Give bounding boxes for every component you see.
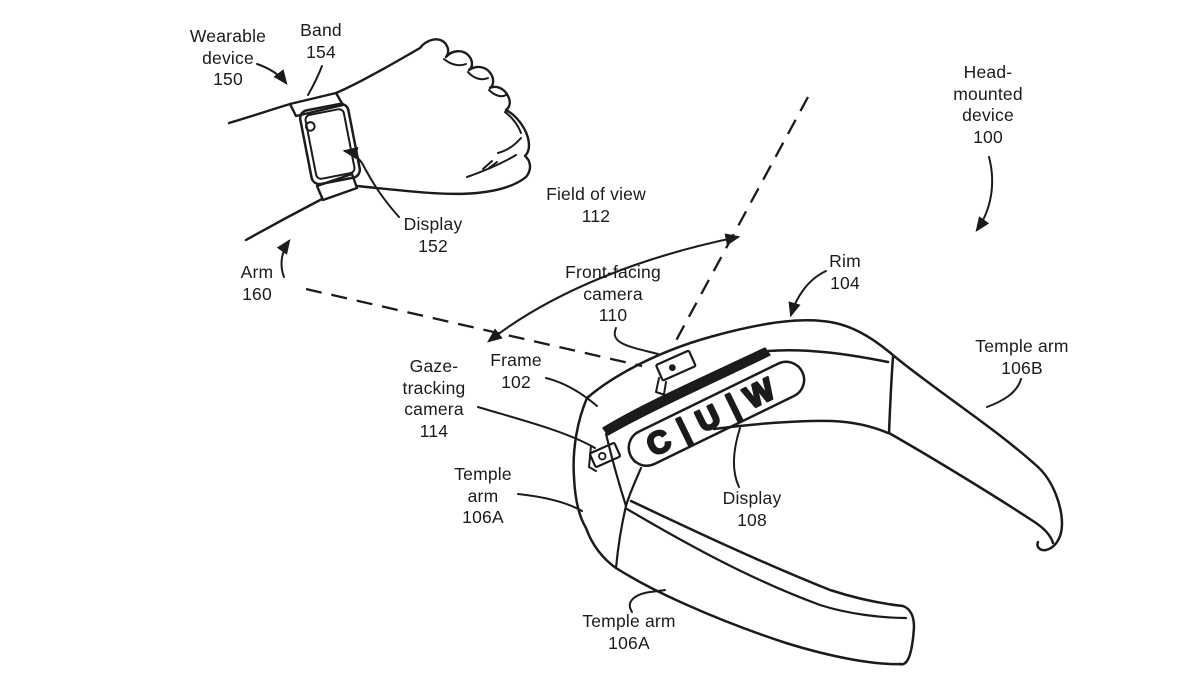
rim-back-inner-curve xyxy=(712,419,890,435)
label-display-108: Display 108 xyxy=(722,488,782,530)
hmd-display-char: W xyxy=(739,371,781,416)
hmd-display-separator: | xyxy=(672,412,695,447)
arrow-head-mounted-device xyxy=(975,156,994,233)
label-frame: Frame 102 xyxy=(490,350,542,392)
label-temple-arm-106b: Temple arm 106B xyxy=(975,336,1069,378)
annotation-leaders xyxy=(256,63,1022,613)
frame-corner-line xyxy=(614,504,628,570)
label-arm-160: Arm 160 xyxy=(240,262,274,304)
temple-arm-a-crease xyxy=(625,507,908,620)
watch-screen xyxy=(304,108,356,180)
wearable-device-drawing xyxy=(227,38,532,242)
arm-line-upper xyxy=(227,102,292,125)
field-of-view-arc-arrow xyxy=(487,233,741,343)
temple-arm-b-joint-line xyxy=(887,355,895,435)
hand-outline xyxy=(334,38,532,196)
label-wearable-device: Wearable device 150 xyxy=(189,26,267,89)
frame-inner-edge xyxy=(604,432,628,508)
label-temple-arm-106a-bottom: Temple arm 106A xyxy=(582,611,676,653)
temple-arm-b-inner-edge xyxy=(887,431,1055,545)
label-head-mounted-device: Head- mounted device 100 xyxy=(953,62,1023,147)
hand-detail-lines xyxy=(443,58,522,178)
watch-camera-dot xyxy=(304,121,316,132)
arrow-rim xyxy=(788,270,827,318)
label-temple-arm-106a-side: Temple arm 106A xyxy=(454,464,512,527)
leader-temple-arm-b xyxy=(986,378,1022,408)
field-of-view-dashed-right xyxy=(670,96,810,349)
arrow-wearable-device xyxy=(256,63,288,85)
temple-arm-a-top-edge xyxy=(629,499,905,608)
label-rim: Rim 104 xyxy=(829,251,861,293)
leader-band xyxy=(307,65,323,96)
frame-left-edge xyxy=(572,396,618,570)
front-facing-camera xyxy=(655,349,697,396)
label-front-facing-camera: Front-facing camera 110 xyxy=(565,262,661,325)
label-display-152: Display 152 xyxy=(403,214,463,256)
arrow-display-152 xyxy=(342,146,400,218)
temple-arm-a-bottom-edge xyxy=(614,566,903,666)
field-of-view-dashed-left xyxy=(305,287,643,368)
watch-band-bottom xyxy=(315,172,359,202)
leader-frame xyxy=(545,377,598,407)
hmd-display-separator: | xyxy=(721,388,744,423)
label-gaze-tracking-camera: Gaze- tracking camera 114 xyxy=(402,356,466,441)
label-field-of-view: Field of view 112 xyxy=(546,184,646,226)
arrow-arm-160 xyxy=(276,238,291,278)
leader-front-facing-camera xyxy=(613,327,659,355)
arm-line-lower xyxy=(244,197,324,242)
field-of-view-drawing xyxy=(305,96,810,368)
display-slot xyxy=(602,347,771,436)
gaze-tracking-camera xyxy=(588,442,622,472)
leader-temple-arm-a-bottom xyxy=(628,589,666,613)
leader-gaze-tracking-camera xyxy=(477,406,596,449)
frame-panel-edge xyxy=(624,466,643,508)
watch-body xyxy=(298,102,362,186)
label-band: Band 154 xyxy=(300,20,342,62)
leader-temple-arm-a-side xyxy=(517,493,583,512)
rim-top-inner-edge xyxy=(766,348,890,364)
leader-display-108 xyxy=(732,427,741,488)
temple-arm-a-end-cap xyxy=(898,604,916,666)
